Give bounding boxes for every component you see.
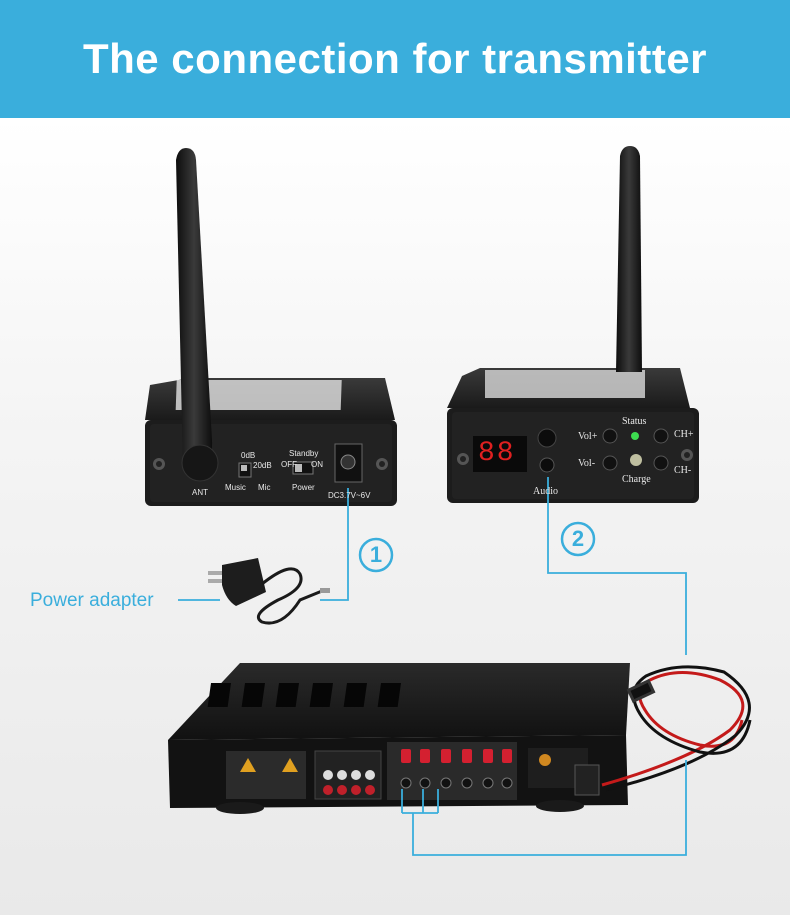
- power-label: Power: [292, 483, 315, 492]
- right-receiver: [447, 146, 699, 503]
- step1-marker: [358, 537, 394, 573]
- music-label: Music: [225, 483, 246, 492]
- charge-label: Charge: [622, 474, 651, 485]
- connection-lines: [178, 477, 687, 856]
- dc-input-label: DC3.7V~6V: [328, 491, 371, 500]
- ant-label: ANT: [192, 488, 208, 497]
- step2-number: 2: [571, 526, 585, 551]
- off-label: OFF: [281, 460, 297, 469]
- gain-0db-label: 0dB: [241, 451, 256, 460]
- vol-plus-label: Vol+: [578, 431, 598, 442]
- header-banner: The connection for transmitter: [0, 0, 790, 118]
- left-transmitter: [145, 148, 397, 506]
- channel-display: 88: [478, 438, 516, 469]
- ch-minus-label: CH-: [674, 465, 692, 476]
- page-title: The connection for transmitter: [82, 35, 708, 82]
- power-adapter-image: [208, 558, 330, 625]
- vol-minus-label: Vol-: [578, 458, 596, 469]
- audio-label: Audio: [533, 486, 558, 497]
- on-label: ON: [311, 460, 323, 469]
- ch-plus-label: CH+: [674, 429, 694, 440]
- amplifier-image: [168, 663, 630, 814]
- status-label: Status: [622, 416, 647, 427]
- step2-marker: [560, 521, 596, 557]
- gain-20db-label: 20dB: [253, 461, 272, 470]
- power-adapter-label: Power adapter: [30, 590, 154, 611]
- mic-label: Mic: [258, 483, 271, 492]
- standby-label: Standby: [289, 449, 319, 458]
- speaker-cable-image: [601, 665, 752, 792]
- step1-number: 1: [369, 542, 383, 567]
